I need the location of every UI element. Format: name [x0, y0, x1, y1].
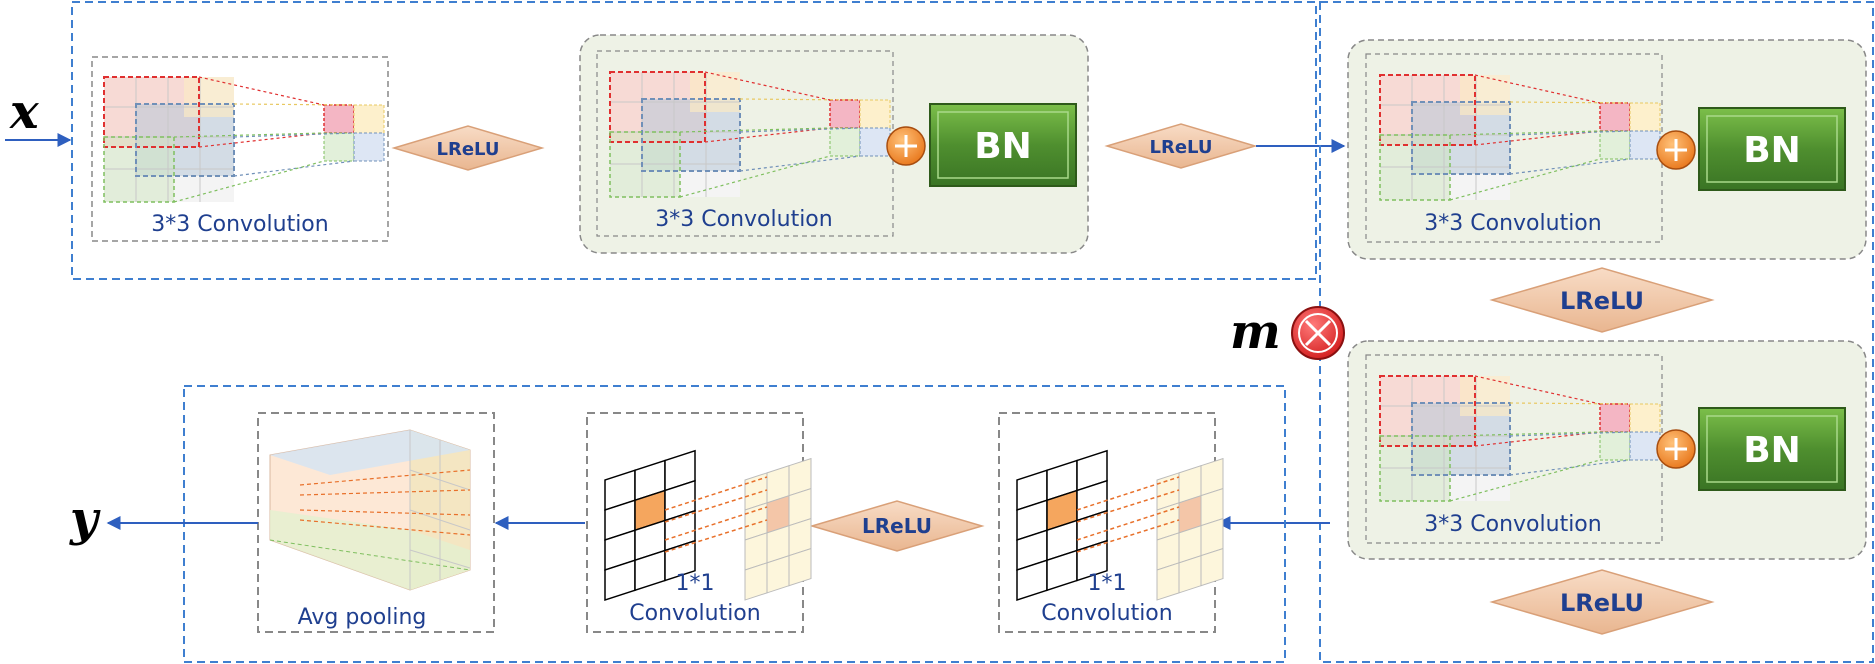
conv1x1-label-2b: Convolution: [1041, 601, 1172, 626]
conv3x3-label-3: 3*3 Convolution: [1424, 211, 1601, 236]
svg-text:LReLU: LReLU: [862, 514, 932, 538]
plus-circle-icon: [1656, 130, 1696, 170]
avg-pooling-label: Avg pooling: [298, 605, 427, 630]
avg-pooling-block: Avg pooling: [257, 412, 495, 633]
svg-text:LReLU: LReLU: [437, 139, 500, 160]
svg-text:LReLU: LReLU: [1150, 137, 1213, 158]
encoder-block-border: [71, 1, 1317, 280]
bn-block-3: BN: [1698, 407, 1846, 491]
output-variable-y: y: [69, 491, 101, 547]
plus-circle-icon: [1656, 429, 1696, 469]
svg-text:BN: BN: [974, 126, 1032, 167]
conv1x1-label-2a: 1*1: [1088, 571, 1127, 596]
input-variable-x: x: [9, 84, 40, 140]
mask-variable-m: m: [1230, 304, 1281, 360]
conv3x3-block-1: 3*3 Convolution: [91, 56, 389, 242]
conv1x1-block-1: 1*1 Convolution: [586, 412, 812, 633]
lrelu-node-4: LReLU: [1489, 569, 1715, 635]
plus-circle-icon: [886, 126, 926, 166]
conv1x1-block-2: 1*1 Convolution: [998, 412, 1224, 633]
lrelu-node-1: LReLU: [391, 125, 545, 171]
conv-bn-group-2: 3*3 Convolution BN: [1347, 39, 1867, 260]
conv3x3-label-1: 3*3 Convolution: [151, 212, 328, 237]
lrelu-node-3: LReLU: [1489, 267, 1715, 333]
svg-text:LReLU: LReLU: [1560, 589, 1644, 617]
conv3x3-label-4: 3*3 Convolution: [1424, 512, 1601, 537]
bn-block-1: BN: [929, 103, 1077, 187]
conv-bn-group-1: 3*3 Convolution BN: [579, 34, 1089, 254]
lrelu-node-2: LReLU: [1104, 123, 1258, 169]
bn-block-2: BN: [1698, 107, 1846, 191]
conv3x3-label-2: 3*3 Convolution: [655, 207, 832, 232]
svg-text:LReLU: LReLU: [1560, 287, 1644, 315]
svg-text:BN: BN: [1743, 430, 1801, 471]
conv1x1-label-1b: Convolution: [629, 601, 760, 626]
conv1x1-label-1a: 1*1: [676, 571, 715, 596]
conv-bn-group-3: 3*3 Convolution BN: [1347, 340, 1867, 560]
svg-text:BN: BN: [1743, 130, 1801, 171]
lrelu-node-5: LReLU: [809, 500, 985, 552]
multiply-circle-icon: [1291, 306, 1345, 360]
